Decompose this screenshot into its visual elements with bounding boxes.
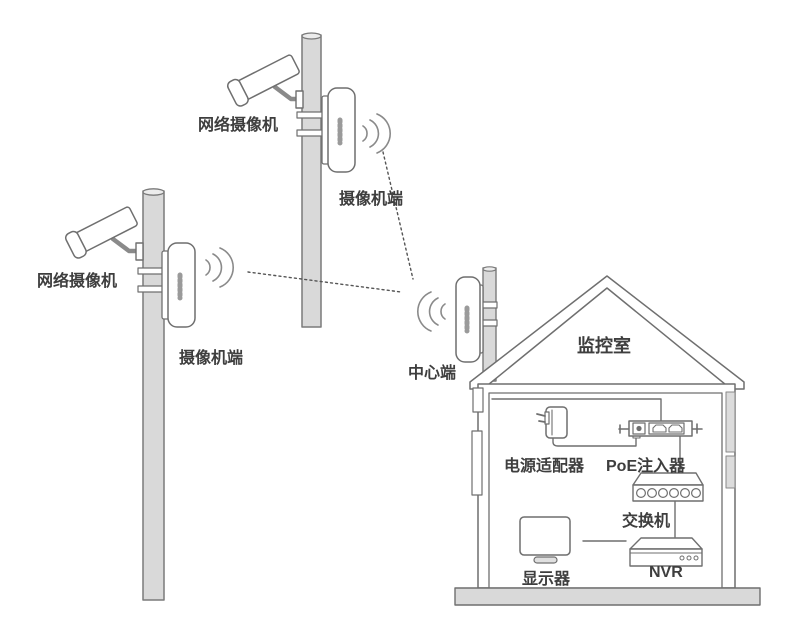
- power-adapter-icon: [536, 406, 568, 439]
- wireless-link-dotted-line: [382, 151, 414, 280]
- nvr-icon: [629, 537, 703, 567]
- wireless-bridge-icon: [455, 276, 498, 363]
- cable-line: [552, 435, 637, 447]
- label-poe-injector: PoE注入器: [606, 458, 686, 475]
- wifi-waves-icon: [416, 291, 446, 332]
- cable-line: [491, 398, 662, 422]
- label-nvr: NVR: [649, 564, 683, 581]
- label-monitoring-room: 监控室: [577, 336, 631, 356]
- poe-injector-icon: [618, 420, 703, 439]
- label-network-camera-top: 网络摄像机: [198, 117, 279, 134]
- house-outline: [454, 275, 761, 606]
- bullet-camera-icon: [226, 54, 304, 109]
- wall-detail: [471, 430, 483, 496]
- label-network-camera-left: 网络摄像机: [37, 273, 118, 290]
- pole-top: [301, 32, 322, 328]
- label-camera-end-top: 摄像机端: [339, 191, 404, 208]
- wifi-waves-icon: [205, 247, 235, 288]
- label-switch: 交换机: [622, 513, 671, 530]
- wall-detail: [725, 455, 736, 489]
- wireless-bridge-icon: [137, 242, 196, 328]
- label-center-end: 中心端: [408, 365, 457, 382]
- label-camera-end-left: 摄像机端: [179, 350, 244, 367]
- monitor-icon: [519, 516, 571, 564]
- ground-bar: [454, 587, 761, 606]
- wireless-link-dotted-line: [247, 271, 402, 293]
- wireless-bridge-icon: [296, 87, 356, 173]
- wifi-waves-icon: [362, 113, 392, 154]
- label-power-adapter: 电源适配器: [504, 458, 585, 475]
- wall-detail: [472, 387, 484, 413]
- pole-left: [142, 188, 165, 601]
- bullet-camera-icon: [64, 206, 144, 261]
- wall-detail: [725, 391, 736, 453]
- label-display: 显示器: [522, 571, 571, 588]
- ethernet-switch-icon: [632, 472, 704, 502]
